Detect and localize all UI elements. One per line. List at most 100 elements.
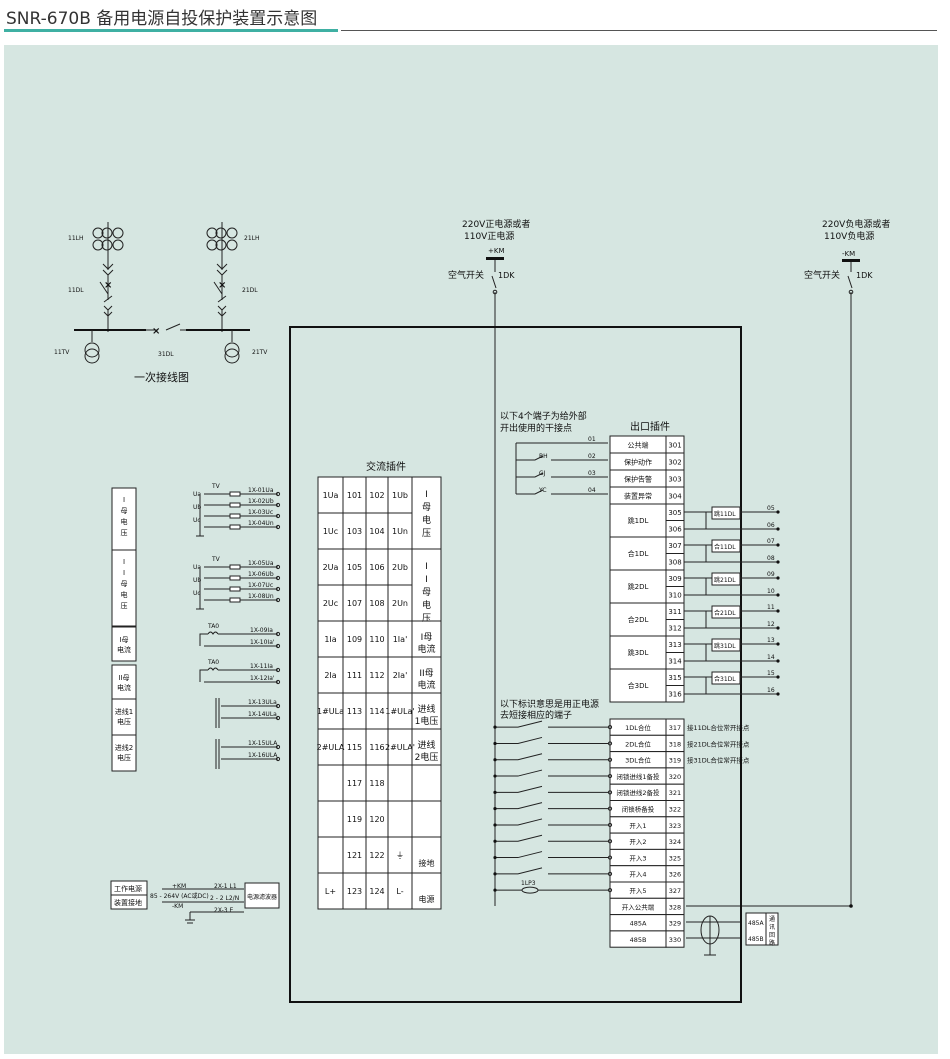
ta-label: TA0 (207, 623, 219, 630)
ac-group-label: 接地 (419, 858, 435, 868)
bh-label: BH (539, 453, 548, 460)
left-section-label: 母 (121, 580, 128, 588)
left-section-label: 电 (121, 517, 128, 526)
work-power-label: 工作电源 (114, 884, 142, 893)
fuse (229, 513, 241, 519)
terminal-label: 1X-08Un (248, 593, 274, 600)
terminal-point (275, 703, 281, 709)
relay-box (711, 539, 741, 553)
input-terminal (607, 773, 613, 779)
input-term: 320 (669, 773, 681, 781)
left-section-label: 进线1 (115, 707, 133, 716)
ac-group-label: 母 (422, 587, 431, 598)
relay-term-label: 08 (767, 555, 775, 562)
ct-right (206, 222, 238, 332)
trip-term: 315 (668, 674, 681, 682)
fuse (229, 491, 241, 497)
input-term: 325 (669, 854, 681, 862)
input-contact (495, 785, 608, 793)
fuse (229, 575, 241, 581)
ac-group-label: 电 (422, 599, 431, 611)
input-terminal (607, 725, 613, 730)
terminal-label: 1X-07Uc (248, 582, 273, 589)
out-row-term: 304 (668, 493, 682, 501)
pos-label-2: 110V正电源 (464, 230, 514, 242)
neg-dk: 1DK (856, 271, 873, 280)
ct-coil (207, 667, 219, 671)
input-junction (493, 888, 497, 892)
input-term: 328 (669, 903, 681, 911)
ac-cell: L- (396, 887, 403, 896)
left-section-label: 电 (121, 590, 128, 599)
terminal-label: 1X-15ULA (248, 740, 278, 747)
terminal-label: 1X-04Un (248, 520, 274, 527)
x1-label: 2X-1 L1 (214, 883, 237, 890)
relay-box (711, 506, 741, 520)
ac-cell: 2#ULA (317, 743, 345, 752)
trip-term: 306 (668, 526, 682, 534)
terminal-point (275, 631, 281, 637)
trip-name: 跳3DL (628, 648, 649, 657)
trip-name-cell (609, 503, 667, 538)
dl1-label: 11DL (68, 287, 84, 294)
dl2-label: 21DL (242, 287, 258, 294)
ac-cell: 102 (369, 491, 384, 500)
input-terminal (607, 822, 613, 828)
page-title: SNR-670B 备用电源自投保护装置示意图 (6, 9, 318, 29)
device-frame (289, 326, 742, 1003)
left-section-label: I (123, 569, 125, 577)
terminal-label: 1X-14ULa (248, 711, 277, 718)
ground-wire (196, 494, 204, 537)
input-terminal (607, 855, 613, 860)
relay-terminal (776, 692, 780, 696)
left-section-label: 电压 (117, 717, 131, 726)
comm-loop-label: 路 (769, 939, 775, 947)
ac-cell: 2#ULA' (385, 743, 415, 752)
ac-group-label: 电流 (417, 679, 435, 691)
ground-wire (196, 567, 204, 610)
left-section-label: 电流 (117, 645, 131, 654)
ac-cell: 123 (347, 887, 362, 896)
dry-note-1: 以下4个端子为给外部 (500, 410, 587, 422)
input-junction (493, 839, 497, 843)
relay-term-label: 06 (767, 522, 775, 529)
left-section-box (111, 734, 137, 772)
input-contact (495, 834, 608, 842)
fuse (229, 597, 241, 603)
ac-cell: 2Un (392, 599, 408, 608)
input-name: 开入1 (629, 822, 646, 830)
terminal-label: 1X-16ULA (248, 752, 278, 759)
relay-box (711, 638, 741, 652)
left-section-box (111, 664, 137, 700)
relay-label: 合31DL (714, 675, 736, 683)
input-term: 323 (669, 822, 681, 830)
primary-caption: 一次接线图 (134, 370, 189, 384)
relay-term-label: 09 (767, 571, 775, 578)
input-terminal (607, 757, 613, 762)
left-section-box (111, 549, 137, 627)
input-term: 319 (669, 757, 681, 765)
dry-term-01: 01 (588, 436, 596, 443)
relay-label: 跳11DL (714, 510, 736, 518)
terminal-point (275, 586, 281, 592)
ac-cell: 103 (347, 527, 362, 536)
pos-dk: 1DK (498, 271, 515, 280)
tv-label: TV (211, 556, 221, 563)
line-pt (215, 698, 278, 728)
input-junction (493, 807, 497, 811)
terminal-point (275, 643, 281, 649)
ac-cell: 2Ua (323, 563, 339, 572)
relay-terminal (776, 543, 780, 547)
relay-terminal (776, 576, 780, 580)
dry-term-03: 03 (588, 470, 596, 477)
trip-term: 314 (668, 658, 682, 666)
input-junction (493, 741, 497, 746)
trip-term: 312 (668, 625, 681, 633)
terminal-label: 1X-06Ub (248, 571, 274, 578)
left-section-box (111, 698, 137, 736)
fuse (229, 502, 241, 508)
lp-link (521, 886, 539, 894)
